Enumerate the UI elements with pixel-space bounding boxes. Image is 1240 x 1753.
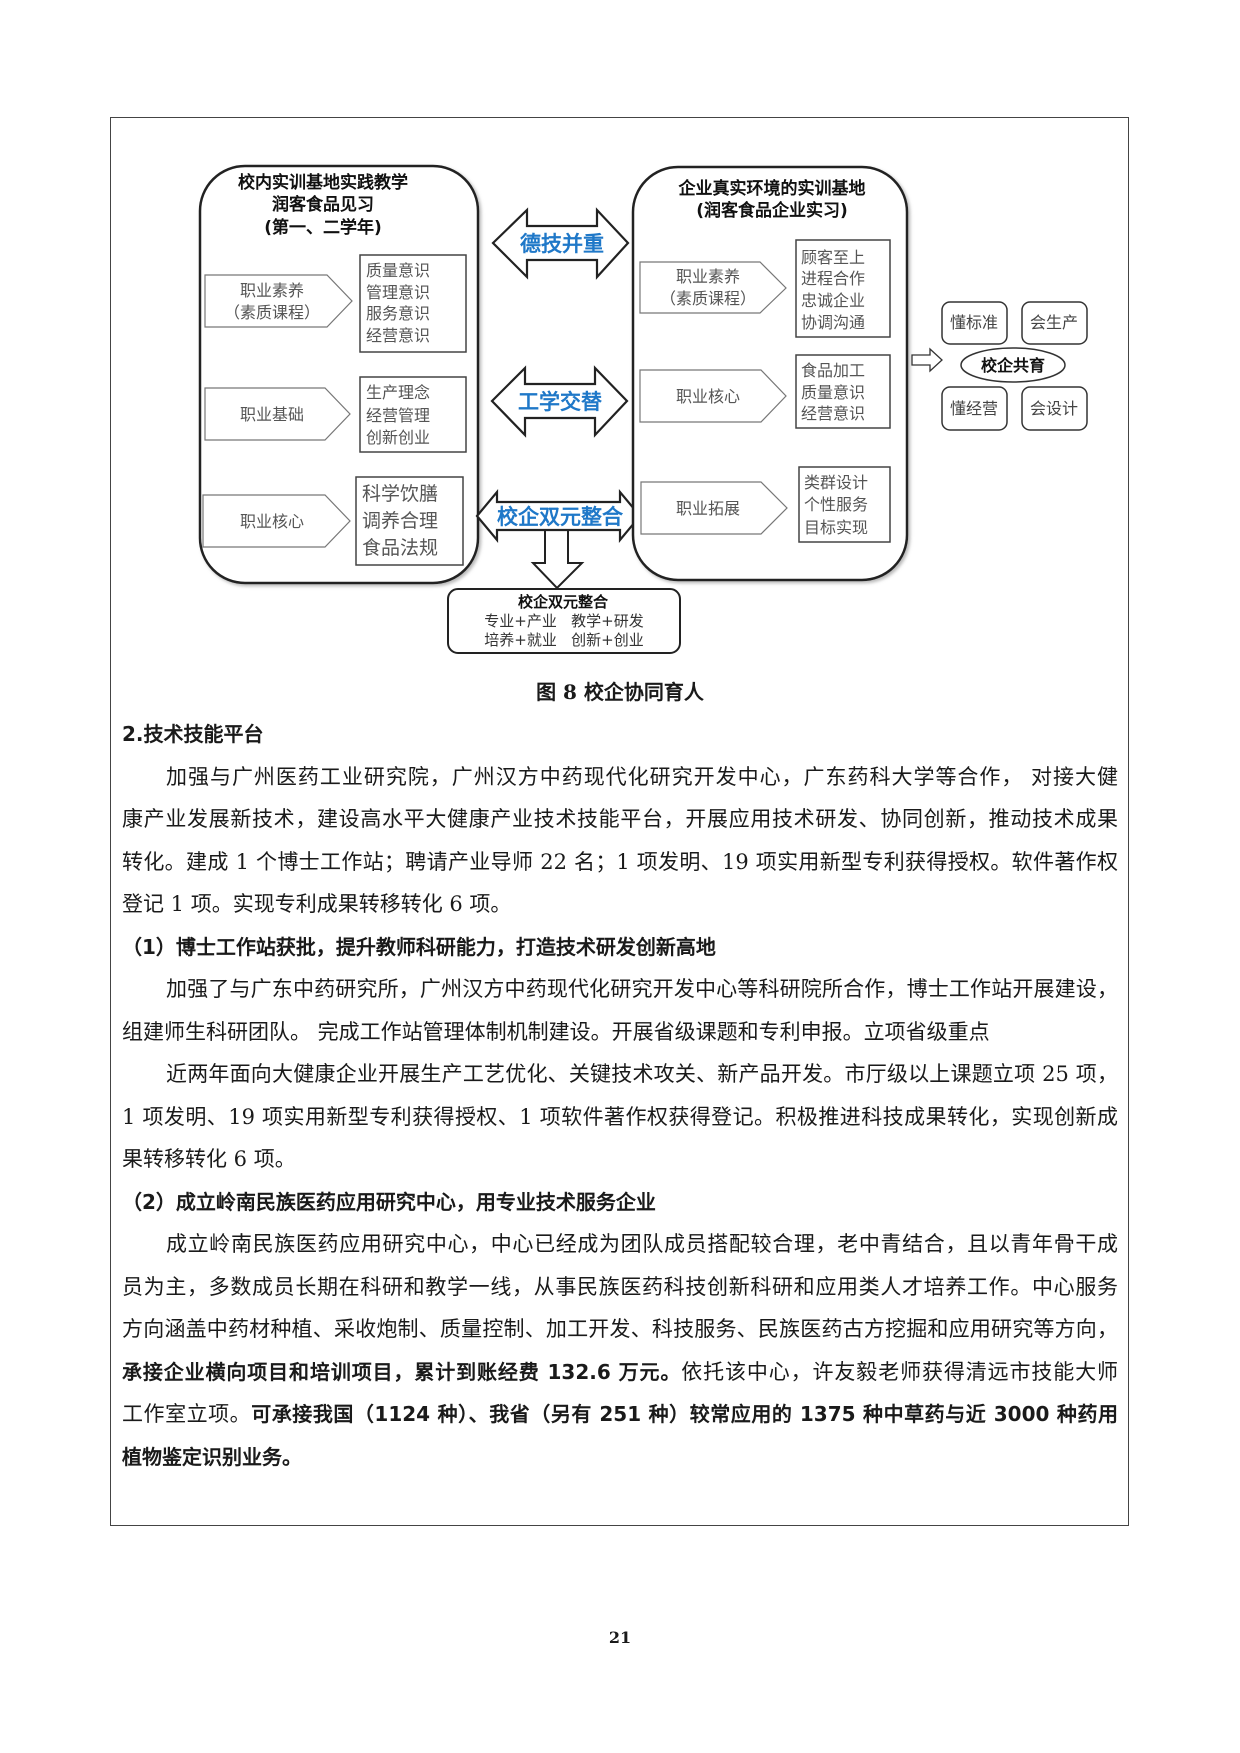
subheading: （2）成立岭南民族医药应用研究中心，用专业技术服务企业 bbox=[122, 1189, 656, 1214]
left-row2-item: 创新创业 bbox=[366, 428, 430, 447]
bottom-box-title: 校企双元整合 bbox=[518, 593, 609, 611]
right-row2-box bbox=[795, 354, 891, 429]
right-title: 企业真实环境的实训基地 bbox=[678, 178, 866, 199]
arrow-label-1: 德技并重 bbox=[520, 232, 604, 256]
left-row1-item: 服务意识 bbox=[366, 304, 430, 323]
paragraph-line: 1 项发明、19 项实用新型专利获得授权、1 项软件著作权获得登记。积极推进科技… bbox=[122, 1104, 1118, 1129]
left-row1-item: 质量意识 bbox=[366, 261, 430, 280]
paragraph-line: 组建师生科研团队。 完成工作站管理体制机制建设。开展省级课题和专利申报。立项省级… bbox=[122, 1019, 990, 1044]
paragraph-line: 成立岭南民族医药应用研究中心，中心已经成为团队成员搭配较合理，老中青结合，且以青… bbox=[166, 1232, 1118, 1256]
pill-label: 会生产 bbox=[1030, 313, 1078, 332]
left-row3-item: 调养合理 bbox=[362, 510, 438, 532]
paragraph-line: 承接企业横向项目和培训项目，累计到账经费 132.6 万元。依托该中心，许友毅老… bbox=[122, 1351, 1118, 1394]
pill-box bbox=[1021, 301, 1088, 345]
paragraph-line: 康产业发展新技术，建设高水平大健康产业技术技能平台，开展应用技术研发、协同创新，… bbox=[122, 807, 1118, 831]
left-row3-box bbox=[355, 476, 464, 566]
right-row2-arrow bbox=[639, 369, 787, 423]
left-row2-item: 经营管理 bbox=[366, 406, 430, 425]
right-row1-item: 协调沟通 bbox=[801, 313, 865, 332]
left-row1-label: （素质课程） bbox=[224, 303, 320, 322]
pill-label: 会设计 bbox=[1030, 399, 1078, 418]
paragraph-line: 员为主，多数成员长期在科研和教学一线，从事民族医药科技创新科研和应用类人才培养工… bbox=[122, 1274, 1118, 1299]
double-arrow-2 bbox=[490, 365, 629, 438]
right-row3-item: 个性服务 bbox=[804, 495, 868, 514]
left-row1-box bbox=[359, 254, 467, 353]
right-row3-arrow bbox=[640, 481, 788, 535]
pill-box bbox=[941, 301, 1008, 345]
figure-diagram: 校内实训基地实践教学 润客食品见习 (第一、二学年) 职业素养 （素质课程） 质… bbox=[198, 164, 1088, 654]
outcome-arrow-icon bbox=[911, 347, 943, 373]
left-row2-box bbox=[359, 376, 467, 453]
section-heading: 2.技术技能平台 bbox=[122, 722, 264, 746]
left-row3-label: 职业核心 bbox=[240, 512, 304, 531]
paragraph-line: 方向涵盖中药材种植、采收炮制、质量控制、加工开发、科技服务、民族医药古方挖掘和应… bbox=[122, 1317, 1118, 1341]
left-row3-arrow bbox=[202, 494, 351, 548]
arrow-label-3: 校企双元整合 bbox=[497, 505, 624, 529]
left-title: 校内实训基地实践教学 bbox=[238, 172, 408, 193]
left-row1-item: 管理意识 bbox=[366, 283, 430, 302]
left-row2-arrow bbox=[204, 387, 351, 441]
center-ellipse bbox=[960, 347, 1066, 383]
pill-label: 懂标准 bbox=[950, 313, 998, 332]
bold-text: 可承接我国（1124 种）、我省（另有 251 种）较常应用的 1375 种中草… bbox=[251, 1402, 1118, 1426]
right-row3-box bbox=[798, 466, 891, 543]
bottom-box-line: 专业+产业 教学+研发 bbox=[484, 612, 643, 630]
paragraph-line: 加强与广州医药工业研究院，广州汉方中药现代化研究开发中心，广东药科大学等合作， … bbox=[166, 764, 1118, 789]
paragraph-line: 植物鉴定识别业务。 bbox=[122, 1436, 1118, 1479]
page-number: 21 bbox=[608, 1628, 632, 1647]
right-row2-item: 质量意识 bbox=[801, 383, 865, 402]
left-title: (第一、二学年) bbox=[264, 217, 382, 238]
right-title: (润客食品企业实习) bbox=[696, 200, 848, 221]
pill-box bbox=[1021, 386, 1088, 431]
paragraph-line: 果转移转化 6 项。 bbox=[122, 1147, 296, 1171]
right-row3-label: 职业拓展 bbox=[676, 499, 740, 518]
right-row1-box bbox=[795, 239, 891, 338]
pill-label: 懂经营 bbox=[950, 399, 998, 418]
left-row2-item: 生产理念 bbox=[366, 383, 430, 402]
paragraph-line: 加强了与广东中药研究所，广州汉方中药现代化研究开发中心等科研院所合作，博士工作站… bbox=[166, 977, 1118, 1001]
figure-caption: 图 8 校企协同育人 bbox=[536, 680, 704, 704]
subheading: （1）博士工作站获批，提升教师科研能力，打造技术研发创新高地 bbox=[122, 934, 716, 959]
arrow-label-2: 工学交替 bbox=[518, 390, 602, 414]
paragraph-line: 登记 1 项。实现专利成果转移转化 6 项。 bbox=[122, 892, 512, 916]
right-row1-item: 忠诚企业 bbox=[801, 291, 865, 310]
left-row1-item: 经营意识 bbox=[366, 326, 430, 345]
right-row1-label: （素质课程） bbox=[660, 289, 756, 308]
paragraph-line: 工作室立项。可承接我国（1124 种）、我省（另有 251 种）较常应用的 13… bbox=[122, 1393, 1118, 1436]
content-frame bbox=[110, 117, 1129, 1526]
left-row2-label: 职业基础 bbox=[240, 405, 304, 424]
left-title: 润客食品见习 bbox=[272, 194, 374, 215]
body-text: 2.技术技能平台 加强与广州医药工业研究院，广州汉方中药现代化研究开发中心，广东… bbox=[122, 713, 1118, 1478]
right-row2-item: 食品加工 bbox=[801, 361, 865, 380]
paragraph-line: 近两年面向大健康企业开展生产工艺优化、关键技术攻关、新产品开发。市厅级以上课题立… bbox=[166, 1062, 1118, 1086]
bold-text: 植物鉴定识别业务。 bbox=[122, 1444, 302, 1469]
right-row1-arrow bbox=[639, 261, 787, 314]
right-row1-label: 职业素养 bbox=[676, 267, 740, 286]
left-row1-label: 职业素养 bbox=[240, 281, 304, 300]
text: 依托该中心，许友毅老师获得清远市技能大师 bbox=[681, 1359, 1119, 1384]
center-label: 校企共育 bbox=[981, 356, 1045, 375]
bottom-box bbox=[447, 588, 681, 654]
left-row3-item: 科学饮膳 bbox=[362, 483, 438, 505]
right-row2-label: 职业核心 bbox=[676, 387, 740, 406]
double-arrow-1 bbox=[491, 207, 630, 280]
right-row3-item: 目标实现 bbox=[804, 518, 868, 537]
left-row1-arrow bbox=[204, 274, 353, 328]
right-row2-item: 经营意识 bbox=[801, 404, 865, 423]
right-row3-item: 类群设计 bbox=[804, 473, 868, 492]
pill-box bbox=[941, 386, 1008, 431]
text: 工作室立项。 bbox=[122, 1402, 252, 1426]
down-arrow bbox=[530, 529, 585, 590]
bold-text: 承接企业横向项目和培训项目，累计到账经费 132.6 万元。 bbox=[122, 1359, 682, 1384]
bottom-box-line: 培养+就业 创新+创业 bbox=[484, 631, 643, 649]
paragraph-line: 转化。建成 1 个博士工作站；聘请产业导师 22 名；1 项发明、19 项实用新… bbox=[122, 849, 1118, 874]
left-row3-item: 食品法规 bbox=[362, 537, 438, 559]
right-row1-item: 顾客至上 bbox=[801, 248, 865, 267]
right-row1-item: 进程合作 bbox=[801, 269, 865, 288]
